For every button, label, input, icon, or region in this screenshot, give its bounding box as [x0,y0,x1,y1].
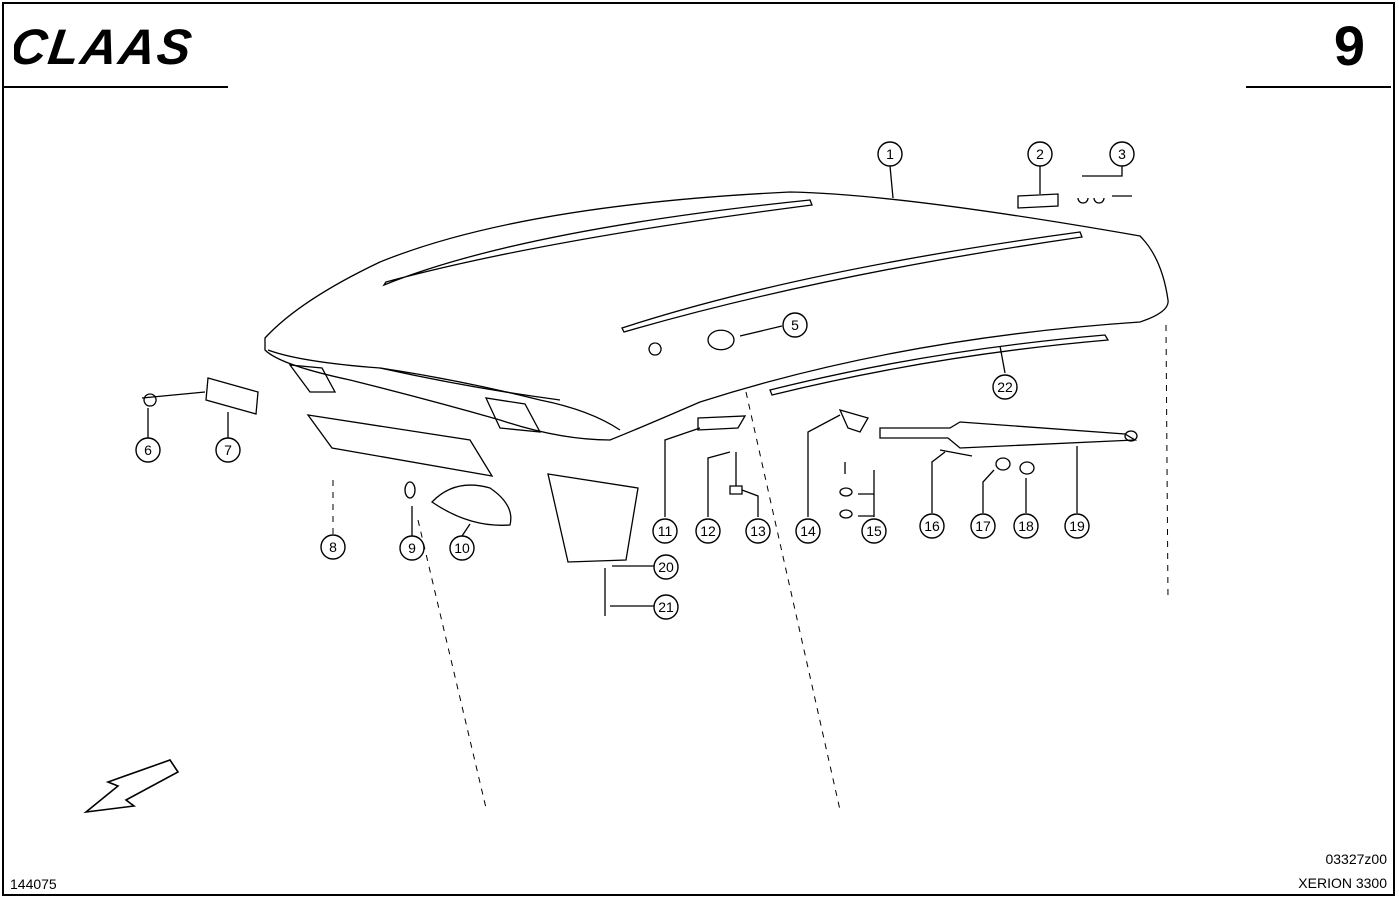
page-number: 9 [1333,14,1365,77]
callout-15: 15 [866,523,882,539]
lamp-10 [430,484,512,526]
callout-1: 1 [886,146,894,162]
callout-5: 5 [791,317,799,333]
callout-21: 21 [658,599,674,615]
callout-10: 10 [454,540,470,556]
plate-7 [205,377,259,415]
header-rule-right [1246,86,1391,88]
callout-18: 18 [1018,518,1034,534]
drawing-code: 03327z00 [1325,851,1387,867]
callout-11: 11 [658,523,673,539]
callout-16: 16 [924,518,940,534]
claas-logo: CLAAS [14,24,197,70]
light-cover-panel [306,414,494,477]
callout-9: 9 [408,540,416,556]
header-rule-left [4,86,228,88]
brand-text: CLAAS [14,24,197,70]
callout-13: 13 [750,523,766,539]
model-name: XERION 3300 [1298,875,1387,891]
seal-strip [769,334,1110,396]
bracket-20 [547,473,639,563]
callout-22: 22 [997,379,1013,395]
callout-20: 20 [658,559,674,575]
callout-3: 3 [1118,146,1126,162]
callout-8: 8 [329,539,337,555]
direction-arrow-icon [83,759,180,814]
callout-6: 6 [144,442,152,458]
callout-2: 2 [1036,146,1044,162]
callout-17: 17 [975,518,991,534]
roof-panel [264,191,1169,441]
callout-19: 19 [1069,518,1085,534]
callout-12: 12 [700,523,716,539]
callout-14: 14 [800,523,816,539]
gas-strut [879,421,1138,449]
document-number: 144075 [10,876,57,892]
callout-7: 7 [224,442,232,458]
